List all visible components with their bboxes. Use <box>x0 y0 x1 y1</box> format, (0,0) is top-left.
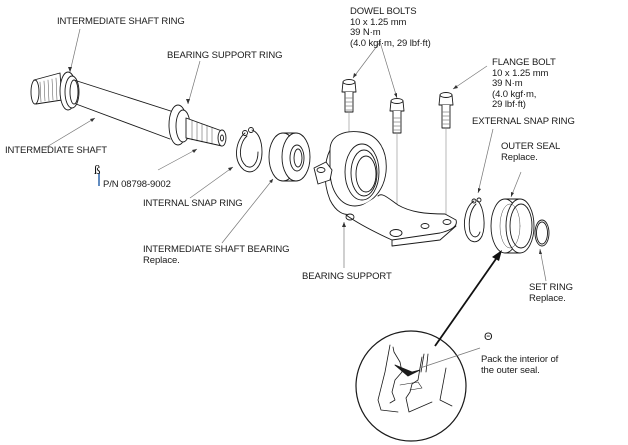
leader-arrowheads <box>68 67 542 254</box>
dowel-bolts-size: 10 x 1.25 mm <box>350 16 407 28</box>
detail-note-line-2: the outer seal. <box>481 364 540 376</box>
flange-bolt-torque-alt-2: 29 lbf·ft) <box>492 99 526 110</box>
label-outer-seal: OUTER SEAL Replace. <box>501 141 561 163</box>
label-bearing-support: BEARING SUPPORT <box>302 271 392 282</box>
internal-snap-ring-drawing <box>236 127 263 173</box>
label-tool-part-number: P/N 08798-9002 <box>103 179 171 190</box>
set-ring-note: Replace. <box>529 292 566 304</box>
dowel-bolt-2-drawing <box>389 98 405 233</box>
dowel-bolts-torque: 39 N·m <box>350 27 381 38</box>
label-internal-snap-ring: INTERNAL SNAP RING <box>143 198 243 209</box>
detail-note-line-1: Pack the interior of <box>481 354 559 365</box>
dowel-bolt-1-drawing <box>341 79 357 139</box>
label-intermediate-shaft-bearing: INTERMEDIATE SHAFT BEARING Replace. <box>143 244 290 266</box>
label-dowel-bolts: DOWEL BOLTS 10 x 1.25 mm 39 N·m (4.0 kgf… <box>350 6 431 49</box>
leader-lines <box>44 28 547 369</box>
leader-dowel-bolts <box>352 41 398 99</box>
outer-seal-note: Replace. <box>501 151 538 163</box>
label-set-ring: SET RING Replace. <box>529 282 573 304</box>
leader-shaft-bearing <box>221 178 274 244</box>
set-ring-drawing <box>534 219 550 247</box>
flange-bolt-drawing <box>438 92 454 226</box>
label-bearing-support-ring: BEARING SUPPORT RING <box>167 50 283 61</box>
leader-intermediate-shaft <box>44 117 96 149</box>
flange-bolt-size: 10 x 1.25 mm <box>492 67 549 79</box>
svg-text:ß: ß <box>94 162 101 177</box>
leader-bearing-support-ring <box>187 60 201 105</box>
leader-internal-snap-ring-tool <box>157 148 198 171</box>
special-tool-icon: ß <box>94 162 101 186</box>
intermediate-shaft-bearing-drawing <box>268 132 311 182</box>
label-detail-note: Pack the interior of the outer seal. <box>481 354 559 376</box>
dowel-bolts-torque-alt: (4.0 kgf·m, 29 lbf·ft) <box>350 37 431 49</box>
flange-bolt-torque-alt-1: (4.0 kgf·m, <box>492 88 537 100</box>
flange-bolt-torque: 39 N·m <box>492 78 523 89</box>
label-intermediate-shaft-ring: INTERMEDIATE SHAFT RING <box>57 16 185 27</box>
intermediate-shaft-drawing <box>30 71 227 147</box>
label-flange-bolt: FLANGE BOLT 10 x 1.25 mm 39 N·m (4.0 kgf… <box>492 57 556 111</box>
flange-bolt-name: FLANGE BOLT <box>492 57 556 68</box>
leader-detail-note <box>419 347 481 369</box>
dowel-bolts-name: DOWEL BOLTS <box>350 6 417 17</box>
bearing-support-drawing <box>313 131 457 247</box>
set-ring-name: SET RING <box>529 282 573 293</box>
leader-flange-bolt <box>452 65 488 90</box>
label-intermediate-shaft: INTERMEDIATE SHAFT <box>5 145 107 156</box>
label-intermediate-shaft-bearing-note: Replace. <box>143 254 180 266</box>
outer-seal-drawing <box>490 198 535 254</box>
leader-intermediate-shaft-ring <box>69 28 81 73</box>
label-intermediate-shaft-bearing-name: INTERMEDIATE SHAFT BEARING <box>143 244 290 255</box>
leader-internal-snap-ring <box>189 166 234 199</box>
outer-seal-name: OUTER SEAL <box>501 141 561 152</box>
leader-external-snap-ring <box>477 128 494 194</box>
grease-icon: Θ <box>484 331 493 343</box>
detail-circle-drawing <box>355 330 467 442</box>
external-snap-ring-drawing <box>463 197 485 243</box>
leader-set-ring <box>539 248 547 282</box>
detail-arrow <box>434 250 502 347</box>
label-external-snap-ring: EXTERNAL SNAP RING <box>472 116 575 127</box>
